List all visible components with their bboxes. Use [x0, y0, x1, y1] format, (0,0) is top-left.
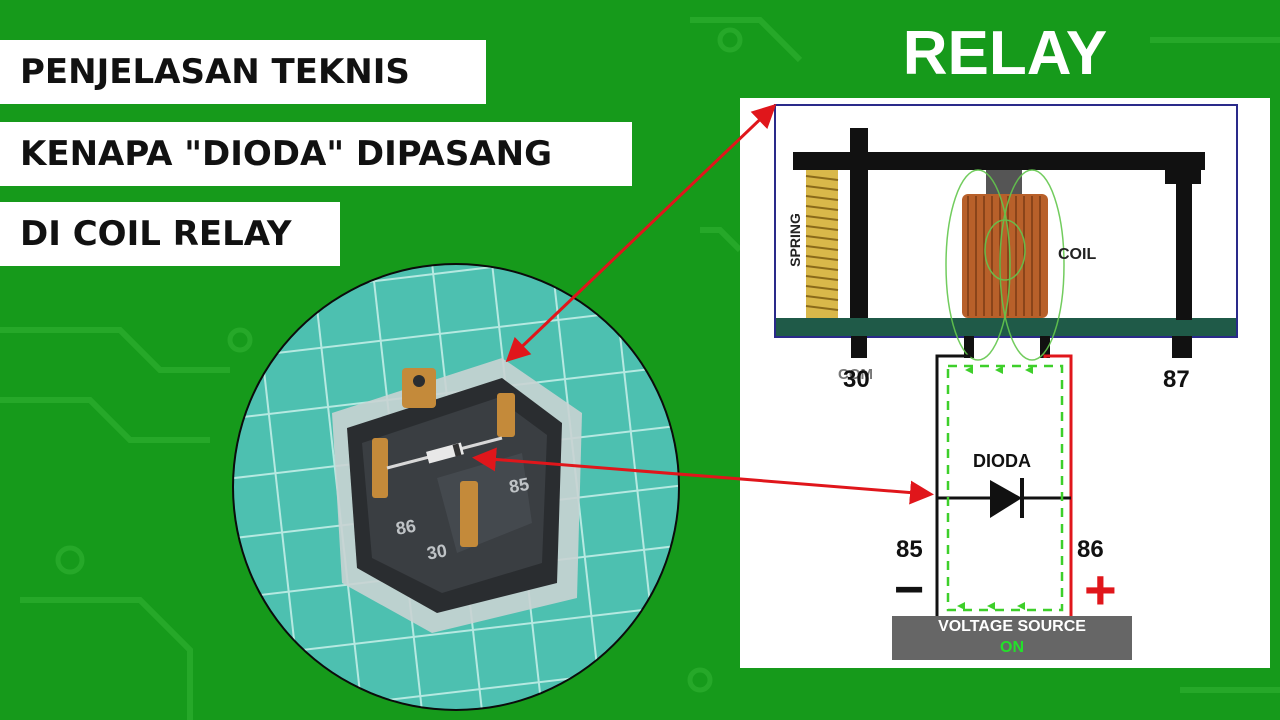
voltage-source-box: VOLTAGE SOURCE ON	[892, 616, 1132, 660]
voltage-source-label: VOLTAGE SOURCE	[938, 618, 1086, 635]
spring	[805, 170, 839, 318]
terminal-com-label: COM	[838, 366, 873, 383]
com-post	[850, 128, 868, 318]
spring-label: SPRING	[786, 213, 803, 267]
terminal-85-label: 85	[896, 536, 923, 563]
no-post	[1176, 168, 1192, 320]
coil-label: COIL	[1058, 246, 1097, 263]
plus-sign: +	[1084, 558, 1117, 621]
title-line-1: PENJELASAN TEKNIS	[0, 40, 486, 104]
terminal-87-label: 87	[1163, 366, 1190, 393]
terminal-86-label: 86	[1077, 536, 1104, 563]
terminal-30-label: 30	[843, 366, 870, 393]
base-plate	[776, 318, 1236, 336]
photo-pin-label-30: 30	[425, 540, 448, 563]
current-flow-path	[946, 364, 1064, 612]
armature-bar	[793, 152, 1205, 170]
photo-pin-label-86: 86	[394, 516, 417, 539]
diode-label: DIODA	[973, 451, 1031, 471]
arrow-diode-to-diagram	[472, 447, 934, 505]
diode-symbol	[990, 478, 1024, 518]
relay-heading: RELAY	[902, 19, 1108, 88]
arrow-relay-to-diagram	[505, 103, 777, 363]
title-line-3: DI COIL RELAY	[0, 202, 340, 266]
voltage-source-state: ON	[1000, 639, 1024, 656]
minus-sign: −	[894, 561, 925, 619]
coil	[945, 169, 1065, 361]
